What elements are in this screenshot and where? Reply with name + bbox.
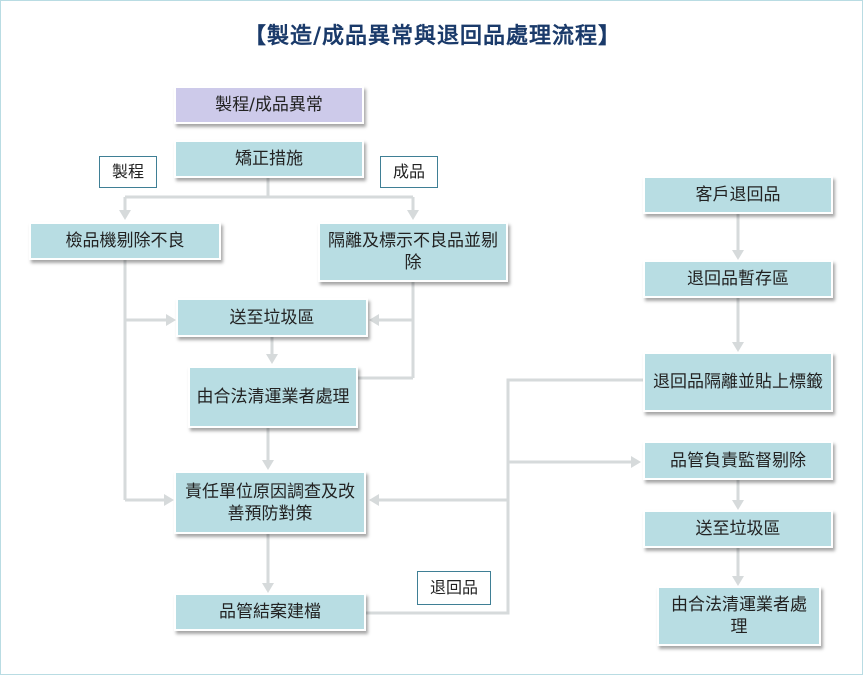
customer-return-node: 客戶退回品 [643,176,833,214]
node-label: 檢品機剔除不良 [65,231,185,251]
arrow-investigate-to-qcfile [262,583,274,593]
arrow-to-isolate [407,210,419,220]
inspection-reject-node: 檢品機剔除不良 [29,222,221,260]
node-label: 由合法清運業者處理 [196,387,350,407]
diagram-title: 【製造/成品異常與退回品處理流程】 [243,23,622,49]
product-tag: 成品 [380,156,438,188]
node-label: 隔離及標示不良品並剔除 [328,231,498,273]
qc-supervise-node: 品管負責監督剔除 [643,441,833,480]
process-tag: 製程 [99,156,157,188]
arrow-garbage-to-disposal-right [732,576,744,586]
node-label: 矯正措施 [235,149,303,169]
return-isolate-label-node: 退回品隔離並貼上標籤 [643,352,833,412]
arrow-inspect-to-garbage [166,314,176,326]
node-label: 送至垃圾區 [229,307,315,328]
arrow-to-investigate [369,494,379,506]
node-label: 品管結案建檔 [219,602,321,622]
send-to-garbage-node: 送至垃圾區 [176,298,368,337]
arrow-inspect-to-investigate [164,494,174,506]
qc-close-file-node: 品管結案建檔 [174,593,366,631]
node-label: 退回品暫存區 [687,269,789,289]
arrow-garbage-to-disposal [266,354,278,364]
node-label: 退回品隔離並貼上標籤 [653,372,823,392]
node-label: 由合法清運業者處理 [671,595,807,637]
investigation-node: 責任單位原因調查及改善預防對策 [174,471,366,534]
process-anomaly-node: 製程/成品異常 [174,86,364,124]
node-label: 製程/成品異常 [215,95,323,115]
arrow-customer-to-storage [732,250,744,260]
arrow-isolate-to-garbage [369,314,379,326]
arrow-supervise-to-garbage [732,500,744,510]
isolate-mark-node: 隔離及標示不良品並剔除 [318,222,508,282]
corrective-action-node: 矯正措施 [174,140,364,178]
arrow-to-inspect [119,210,131,220]
arrow-disposal-to-investigate [262,460,274,470]
arrow-to-qc-supervise [631,456,641,468]
node-label: 客戶退回品 [695,185,781,205]
return-storage-node: 退回品暫存區 [643,260,833,298]
legal-disposal-node: 由合法清運業者處理 [188,366,358,428]
node-label: 品管負責監督剔除 [670,450,806,471]
legal-disposal-right-node: 由合法清運業者處理 [657,586,821,646]
arrow-storage-to-label [732,342,744,352]
node-label: 責任單位原因調查及改善預防對策 [185,481,355,524]
returned-tag: 退回品 [417,571,491,605]
send-to-garbage-right-node: 送至垃圾區 [643,510,833,548]
node-label: 送至垃圾區 [695,519,781,539]
